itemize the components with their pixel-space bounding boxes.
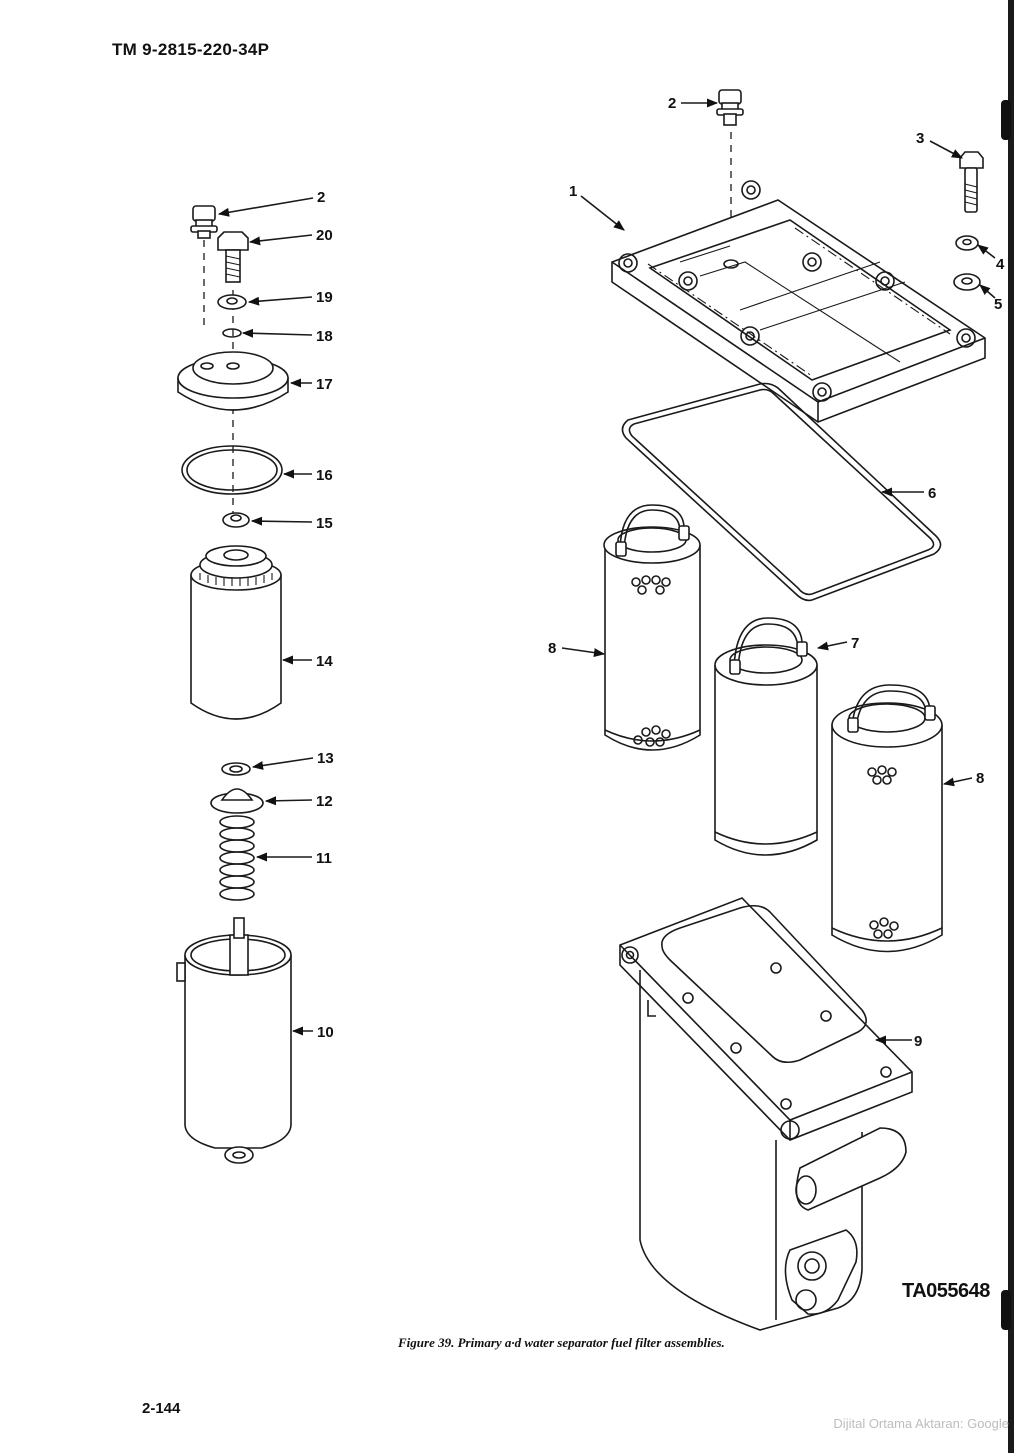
- digitized-watermark: Dijital Ortama Aktaran: Google: [833, 1416, 1009, 1431]
- gasket-part-16: [181, 445, 283, 495]
- callout-8-right: 8: [976, 770, 984, 787]
- plug-part-2-right: [716, 89, 744, 126]
- oring-part-18: [222, 328, 242, 338]
- page-edge-tab: [1001, 100, 1011, 140]
- washer-part-13: [229, 765, 243, 773]
- tm-number: TM 9-2815-220-34P: [112, 40, 270, 59]
- washer-part-5: [953, 273, 981, 291]
- callout-15: 15: [316, 515, 333, 532]
- callout-1: 1: [569, 183, 577, 200]
- nut-part-15: [222, 512, 250, 528]
- page-edge-tab: [1001, 1290, 1011, 1330]
- callout-5: 5: [994, 296, 1002, 313]
- callout-3: 3: [916, 130, 924, 147]
- callout-2-left: 2: [317, 189, 325, 206]
- leader-lines-right: [561, 98, 996, 1045]
- callout-17: 17: [316, 376, 333, 393]
- page-edge-rule: [1008, 0, 1014, 1453]
- housing-part-10: [176, 917, 292, 1164]
- filter-element-part-8-left: [603, 504, 701, 751]
- housing-part-9: [619, 897, 913, 1331]
- leader-lines-left: [217, 197, 314, 1036]
- page-number: 2-144: [142, 1400, 181, 1417]
- callout-20: 20: [316, 227, 333, 244]
- cover-part-17: [177, 351, 289, 411]
- callout-11: 11: [316, 850, 332, 867]
- callout-18: 18: [316, 328, 333, 345]
- callout-14: 14: [316, 653, 333, 670]
- callout-19: 19: [316, 289, 333, 306]
- figure-caption: Figure 39. Primary a·d water separator f…: [398, 1335, 725, 1350]
- figure-code: TA055648: [898, 1278, 994, 1305]
- callout-9: 9: [914, 1033, 922, 1050]
- callout-16: 16: [316, 467, 333, 484]
- callout-2-right: 2: [668, 95, 676, 112]
- spring-part-11: [219, 815, 255, 901]
- washer-part-13: [221, 762, 251, 776]
- callout-10: 10: [317, 1024, 334, 1041]
- callout-4: 4: [996, 256, 1005, 273]
- plug-part-2-left: [190, 205, 218, 239]
- filter-element-part-7: [714, 617, 818, 856]
- callout-12: 12: [316, 793, 333, 810]
- lockwasher-part-4: [955, 235, 979, 251]
- washer-part-19: [217, 294, 247, 310]
- bolt-part-20: [217, 231, 249, 283]
- cover-plate-part-1: [611, 180, 986, 423]
- bolt-part-3: [959, 151, 984, 213]
- filter-element-part-8-right: [831, 684, 943, 953]
- filter-element-part-14: [190, 545, 282, 720]
- callout-7: 7: [851, 635, 859, 652]
- gasket-part-6: [621, 382, 942, 602]
- callout-8-left: 8: [548, 640, 556, 657]
- callout-13: 13: [317, 750, 334, 767]
- callout-6: 6: [928, 485, 936, 502]
- spring-seat-part-12: [210, 788, 264, 814]
